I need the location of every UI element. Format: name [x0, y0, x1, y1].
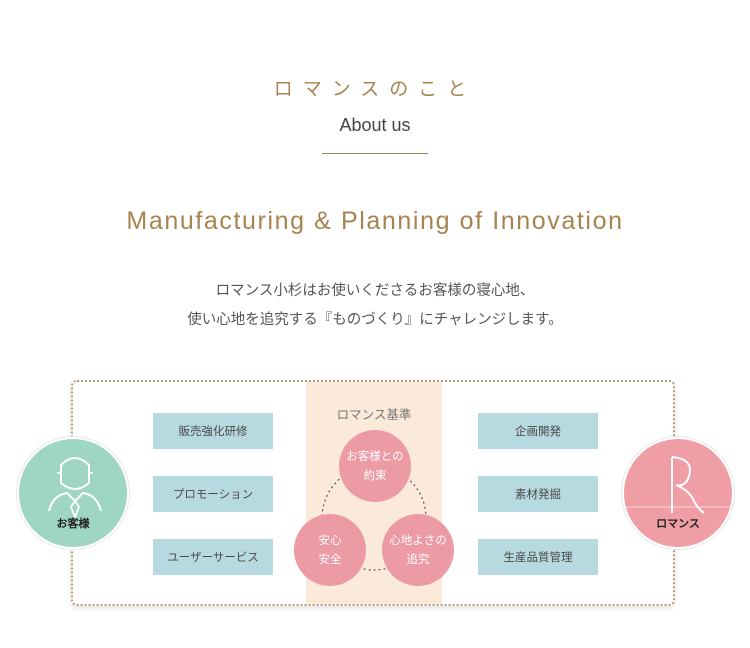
- customer-label: お客様: [56, 517, 90, 530]
- romance-logo-icon: [624, 456, 732, 514]
- left-item-2: プロモーション: [153, 476, 273, 512]
- description-line-2: 使い心地を追究する『ものづくり』にチャレンジします。: [187, 312, 563, 328]
- left-item-1: 販売強化研修: [153, 413, 273, 449]
- description-line-1: ロマンス小杉はお使いくださるお客様の寝心地、: [215, 283, 535, 299]
- tagline: Manufacturing & Planning of Innovation: [126, 207, 624, 235]
- company-circle: ロマンス: [622, 437, 734, 549]
- right-item-1: 企画開発: [478, 413, 598, 449]
- center-item-promise: お客様との 約束: [339, 430, 411, 502]
- company-label: ロマンス: [656, 517, 700, 530]
- title-divider: [322, 153, 428, 154]
- right-item-3: 生産品質管理: [478, 539, 598, 575]
- person-icon: [48, 457, 102, 520]
- right-item-2: 素材発掘: [478, 476, 598, 512]
- center-item-comfort: 心地よさの 追究: [382, 514, 454, 586]
- center-item-safety: 安心 安全: [294, 514, 366, 586]
- center-title: ロマンス基準: [336, 407, 412, 422]
- customer-circle: お客様: [17, 437, 129, 549]
- section-title-jp: ロマンスのこと: [273, 78, 477, 100]
- description: ロマンス小杉はお使いくださるお客様の寝心地、 使い心地を追究する『ものづくり』に…: [0, 277, 750, 335]
- section-subtitle-en: About us: [339, 115, 411, 135]
- left-item-3: ユーザーサービス: [153, 539, 273, 575]
